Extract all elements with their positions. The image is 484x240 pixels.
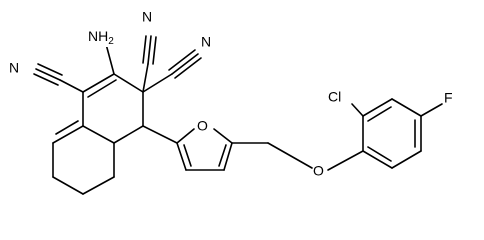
furan-oxygen-label: O <box>197 118 208 134</box>
amino-label: NH2 <box>88 28 114 47</box>
bond-c1-c2 <box>82 73 115 93</box>
bond-c2-c3 <box>113 73 144 93</box>
bond-o-aryl <box>327 150 364 171</box>
aryl-c6-c1 <box>362 150 393 169</box>
bond-c4-c4a <box>113 125 144 144</box>
bond-c8a-c8 <box>52 125 84 144</box>
bond-c7-c6 <box>52 176 84 195</box>
bond-c3-cn-right <box>142 73 173 93</box>
furan-c2-o <box>176 128 195 144</box>
nitrile-right-3 <box>174 57 202 79</box>
aryl-c5-c6 <box>391 150 422 169</box>
furan-c3-c2 <box>176 142 187 171</box>
bond-c1-c2-double <box>87 79 117 98</box>
fluoro-label: F <box>444 90 453 106</box>
aryl-double-a <box>367 106 392 122</box>
nitrile-top-label: N <box>142 9 152 25</box>
furan-o-c5 <box>213 128 233 144</box>
bond-ch2-o <box>267 142 313 169</box>
ether-oxygen-label: O <box>313 163 324 179</box>
amino-label-bg <box>84 27 124 47</box>
nitrile-left-label: N <box>9 60 19 76</box>
bond-c8a-c8-double <box>55 120 79 135</box>
bond-set <box>33 35 443 195</box>
nitrile-right-2 <box>168 49 196 71</box>
bond-c1-cn <box>59 79 84 93</box>
furan-c5-c4-double <box>218 144 227 167</box>
furan-c5-c4 <box>223 142 233 171</box>
nitrile-left-1 <box>35 68 61 81</box>
chloro-label: Cl <box>328 89 341 105</box>
structure-svg: NH2 N N N O O Cl F <box>9 9 453 195</box>
atom-label-set: NH2 N N N O O Cl F <box>9 9 453 179</box>
aryl-double-c <box>367 146 392 162</box>
nitrile-top-3 <box>152 36 157 65</box>
nitrile-right-label: N <box>201 34 211 50</box>
bond-c4a-c8a <box>82 125 115 144</box>
nitrile-left-3 <box>33 73 59 86</box>
nitrile-top-1 <box>147 35 152 65</box>
bond-aryl-f <box>420 103 443 117</box>
molecule-diagram: NH2 N N N O O Cl F <box>9 9 453 195</box>
aryl-c3-c4 <box>391 98 422 117</box>
nitrile-left-2 <box>37 63 63 76</box>
bond-c2-n <box>105 43 115 75</box>
nitrile-top-2 <box>142 35 147 64</box>
bond-c3-cn-top <box>142 63 149 93</box>
nitrile-right-1 <box>171 53 199 75</box>
furan-c3-c2-double <box>183 144 192 167</box>
bond-c4-furan <box>142 125 178 144</box>
aryl-c2-c3 <box>362 98 393 117</box>
bond-aryl-cl <box>351 103 364 117</box>
bond-c6-c5 <box>82 176 115 195</box>
